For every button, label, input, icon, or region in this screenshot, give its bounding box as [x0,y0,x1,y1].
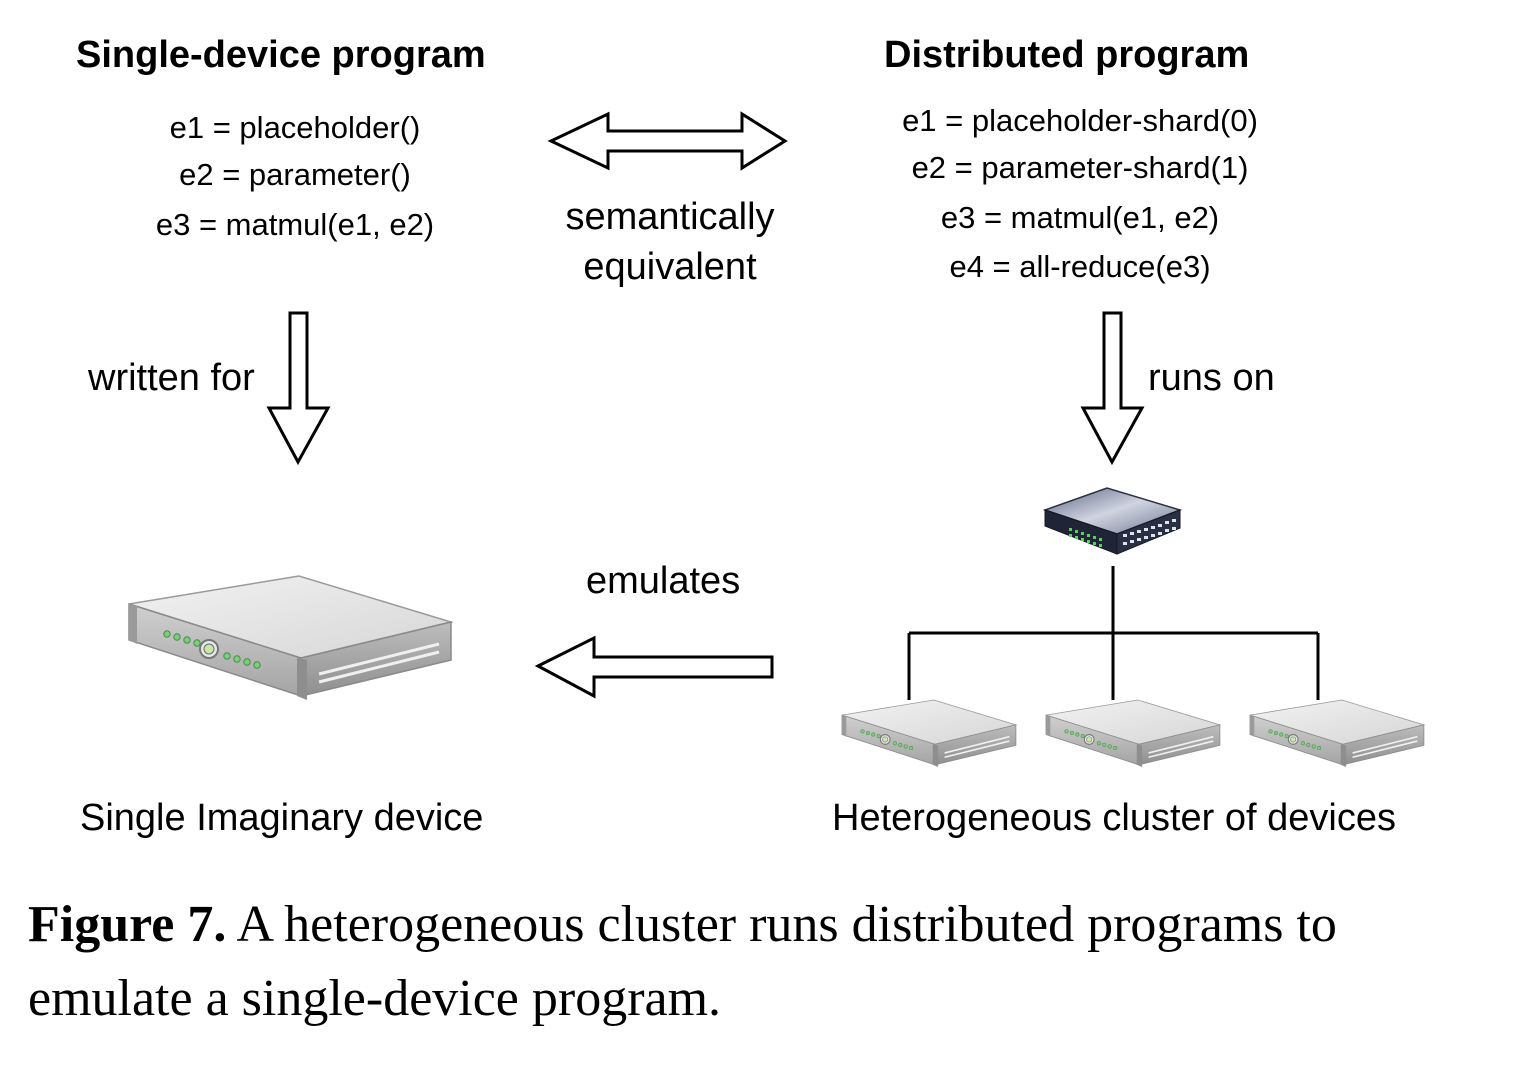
right-code-line-3: e3 = matmul(e1, e2) [940,200,1220,235]
single-device-program-title: Single-device program [76,34,486,76]
server-rack-icon [1045,699,1221,768]
double-arrow [547,111,788,171]
equivalent-label: equivalent [583,246,757,288]
server-rack-icon [841,699,1017,768]
figure-caption: Figure 7. A heterogeneous cluster runs d… [28,888,1508,1036]
emulates-arrow [534,635,774,699]
server-rack-icon [1249,699,1425,768]
heterogeneous-cluster-label: Heterogeneous cluster of devices [832,797,1396,839]
right-code-line-1: e1 = placeholder-shard(0) [902,103,1258,138]
figure-number: Figure 7. [28,896,227,953]
network-switch-icon [1042,487,1183,555]
left-code-line-1: e1 = placeholder() [169,110,421,145]
caption-text: A heterogeneous cluster runs distributed… [28,896,1337,1027]
semantically-label: semantically [565,196,775,238]
network-connection-lines [907,566,1320,700]
emulates-label: emulates [586,560,741,602]
left-code-line-2: e2 = parameter() [179,157,411,192]
runs-on-arrow [1080,311,1145,466]
right-code-line-4: e4 = all-reduce(e3) [949,249,1211,284]
written-for-label: written for [88,357,255,399]
distributed-program-title: Distributed program [884,34,1250,76]
server-rack-icon [127,574,453,702]
runs-on-label: runs on [1148,357,1275,399]
written-for-arrow [266,311,331,466]
left-code-line-3: e3 = matmul(e1, e2) [155,207,435,242]
right-code-line-2: e2 = parameter-shard(1) [911,150,1249,185]
single-imaginary-device-label: Single Imaginary device [80,797,484,839]
